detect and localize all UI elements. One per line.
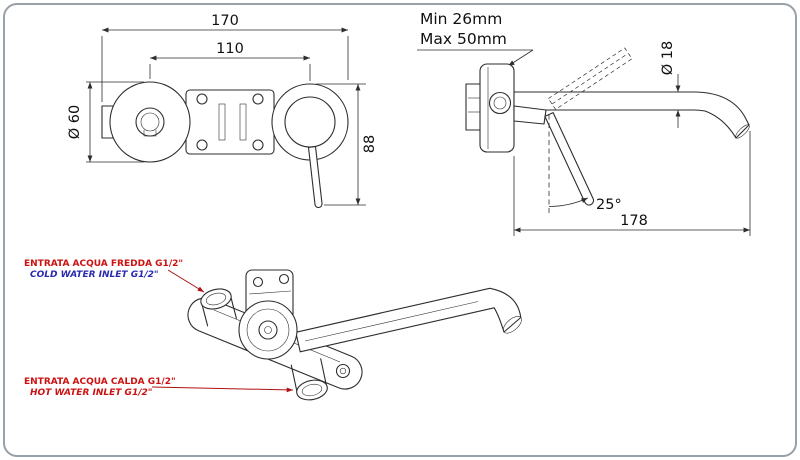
dim-spout-length: 178: [620, 213, 648, 229]
handle-hub-side: [513, 105, 547, 125]
hot-inlet-thread: [301, 383, 323, 397]
front-view: 170 110 Ø 60 88: [67, 13, 378, 209]
manifold-end-plug: [335, 363, 351, 379]
hot-inlet-side: [320, 358, 328, 388]
tube-highlight-line: [304, 301, 479, 342]
inlet-labels: ENTRATA ACQUA FREDDA G1/2" COLD WATER IN…: [24, 259, 294, 398]
hot-inlet-label-it: ENTRATA ACQUA CALDA G1/2": [24, 377, 176, 387]
bracket-slot: [218, 103, 226, 141]
handle-lever-side: [544, 112, 595, 206]
cold-inlet-side: [229, 294, 237, 319]
dim-total-width: 170: [211, 13, 239, 29]
bracket-detail-line: [248, 290, 292, 295]
manifold-end-plug-center: [339, 367, 347, 375]
cartridge-stem: [258, 320, 278, 340]
dim-handle-height: 88: [362, 135, 378, 153]
dim-center-distance: 110: [216, 41, 244, 57]
bracket-screw-hole: [196, 93, 208, 105]
aerator-detail: [143, 130, 157, 137]
mounting-bracket: [185, 89, 275, 155]
bracket-screw-hole: [196, 139, 208, 151]
spout-escutcheon: [109, 81, 191, 163]
hot-inlet-label-en: HOT WATER INLET G1/2": [30, 388, 152, 398]
leader-line: [507, 49, 534, 67]
bracket-screw: [252, 276, 264, 288]
bracket-slot: [239, 103, 247, 141]
dim-escutcheon-diameter: Ø 60: [67, 105, 83, 139]
cold-inlet-label-it: ENTRATA ACQUA FREDDA G1/2": [24, 259, 183, 269]
cartridge-housing: [238, 300, 298, 360]
cartridge-cap: [488, 91, 512, 115]
hot-inlet-side: [290, 364, 298, 394]
dim-spout-diameter: Ø 18: [660, 41, 676, 75]
wall-depth-max-label: Max 50mm: [420, 30, 507, 48]
cartridge-ring: [246, 308, 290, 352]
spout-side: [513, 91, 750, 139]
bracket-screw-hole: [252, 139, 264, 151]
spout-opening: [735, 124, 750, 139]
spout-tube-perspective: [295, 287, 522, 353]
cold-inlet-thread: [205, 292, 227, 306]
handle-lever-front: [307, 146, 323, 209]
spout-aerator: [140, 112, 160, 132]
perspective-view: [187, 269, 522, 401]
bracket-screw: [278, 273, 290, 285]
side-view: Min 26mm Max 50mm Ø 18: [417, 10, 751, 236]
cartridge-center: [264, 326, 272, 334]
hot-inlet-leader: [151, 386, 294, 393]
wall-depth-min-label: Min 26mm: [420, 10, 502, 28]
cartridge-cap-inner: [493, 96, 507, 110]
dim-handle-angle: 25°: [596, 197, 622, 213]
cold-inlet-side: [201, 302, 209, 327]
cold-inlet-label-en: COLD WATER INLET G1/2": [30, 270, 159, 280]
spout-opening-perspective: [502, 316, 522, 334]
angle-arc: [548, 197, 589, 207]
bracket-screw-hole: [252, 93, 264, 105]
cold-inlet-leader: [167, 269, 205, 293]
handle-raised-axis: [551, 53, 629, 105]
